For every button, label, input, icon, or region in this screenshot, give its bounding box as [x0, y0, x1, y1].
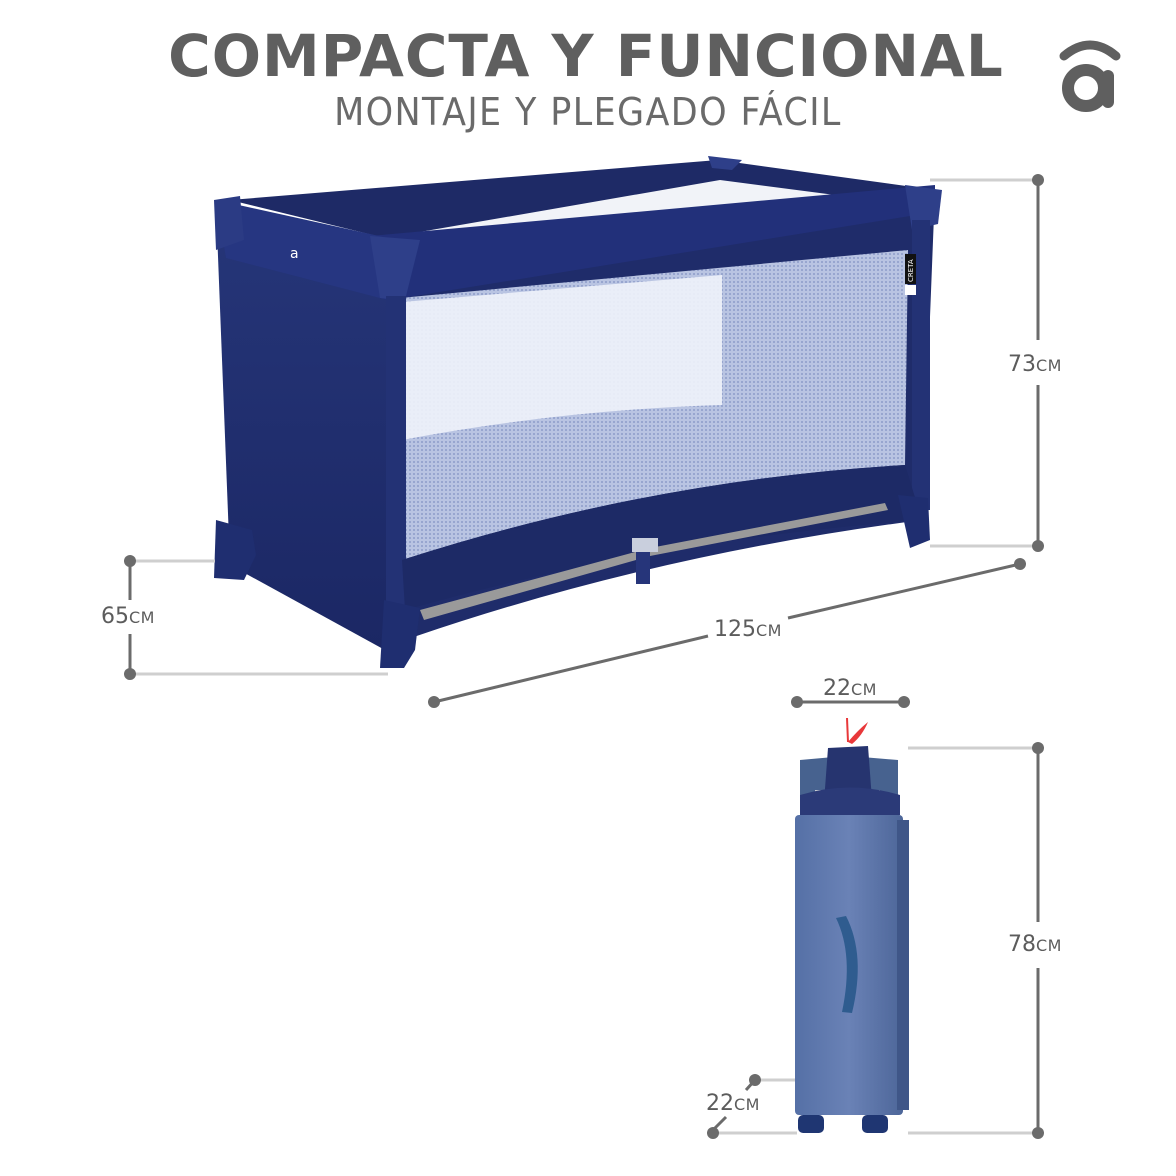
svg-text:a: a [290, 246, 299, 262]
depth-dimension-65 [124, 555, 388, 680]
page-title: COMPACTA Y FUNCIONAL [168, 22, 1004, 90]
height-dimension-73 [930, 174, 1044, 552]
label-folded-height: 78CM [1008, 932, 1062, 957]
page-subtitle: MONTAJE Y PLEGADO FÁCIL [334, 90, 842, 134]
label-folded-width: 22CM [823, 676, 877, 701]
folded-depth-dimension-22 [707, 1074, 797, 1139]
svg-text:CRETA: CRETA [907, 259, 915, 282]
open-cot: a CRETA [214, 156, 942, 668]
label-open-length: 125CM [714, 617, 782, 642]
label-open-depth: 65CM [101, 604, 155, 629]
brand-a-logo-icon [1059, 40, 1121, 112]
folded-height-dimension-78 [908, 742, 1044, 1139]
label-folded-depth: 22CM [706, 1091, 760, 1116]
length-dimension-125 [428, 558, 1026, 708]
folded-width-dimension-22 [791, 696, 910, 708]
label-open-height: 73CM [1008, 352, 1062, 377]
folded-cot [795, 717, 909, 1133]
